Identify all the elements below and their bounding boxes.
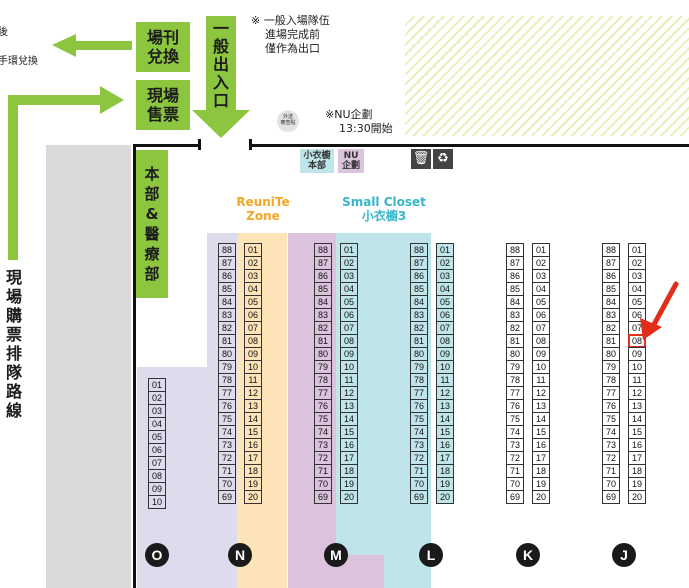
booth-M-20[interactable]: 20 [340, 490, 358, 504]
booth-L-70[interactable]: 70 [410, 477, 428, 491]
journal-exchange-sign: 場刊 兌換 [136, 22, 190, 72]
booth-M-69[interactable]: 69 [314, 490, 332, 504]
takeout-review-point-icon [277, 110, 299, 132]
booth-O-10[interactable]: 10 [148, 495, 166, 509]
arrow-to-journal-exchange [52, 34, 132, 57]
closet-hq-box: 小衣櫥 本部 [300, 149, 334, 173]
trash-icon: 🗑 [411, 149, 431, 169]
booth-L-84[interactable]: 84 [410, 295, 428, 309]
booth-N-74[interactable]: 74 [218, 425, 236, 439]
booth-N-02[interactable]: 02 [244, 256, 262, 270]
booth-J-75[interactable]: 75 [602, 412, 620, 426]
nu-plan-note: ※NU企劃 13:30開始 [325, 108, 393, 135]
row-label-K: K [516, 543, 540, 567]
row-label-N: N [228, 543, 252, 567]
booth-L-02[interactable]: 02 [436, 256, 454, 270]
hatched-area [405, 16, 689, 136]
gray-wall-zone [46, 145, 131, 588]
booth-M-12[interactable]: 12 [340, 386, 358, 400]
booth-K-71[interactable]: 71 [506, 464, 524, 478]
wall-top-right [249, 144, 689, 147]
booth-K-07[interactable]: 07 [532, 321, 550, 335]
booth-M-71[interactable]: 71 [314, 464, 332, 478]
booth-J-20[interactable]: 20 [628, 490, 646, 504]
booth-L-20[interactable]: 20 [436, 490, 454, 504]
booth-N-69[interactable]: 69 [218, 490, 236, 504]
wall-top-right-cap [249, 139, 252, 150]
booth-M-02[interactable]: 02 [340, 256, 358, 270]
booth-J-02[interactable]: 02 [628, 256, 646, 270]
booth-J-74[interactable]: 74 [602, 425, 620, 439]
recycle-icon: ♻ [433, 149, 453, 169]
booth-K-10[interactable]: 10 [532, 360, 550, 374]
row-label-L: L [419, 543, 443, 567]
booth-O-06[interactable]: 06 [148, 443, 166, 457]
booth-N-85[interactable]: 85 [218, 282, 236, 296]
reunite-zone-title: ReuniTe Zone [236, 195, 290, 223]
wall-top-left [133, 144, 201, 147]
booth-M-73[interactable]: 73 [314, 438, 332, 452]
booth-L-86[interactable]: 86 [410, 269, 428, 283]
booth-N-20[interactable]: 20 [244, 490, 262, 504]
entry-queue-note: ※ 一般入場隊伍 進場完成前 僅作為出口 [251, 14, 330, 55]
booth-J-85[interactable]: 85 [602, 282, 620, 296]
booth-L-69[interactable]: 69 [410, 490, 428, 504]
booth-M-10[interactable]: 10 [340, 360, 358, 374]
arrow-entrance-down [192, 16, 250, 138]
takeout-review-point-label: 外送 審查點 [280, 114, 296, 126]
row-label-M: M [324, 543, 348, 567]
booth-K-76[interactable]: 76 [506, 399, 524, 413]
booth-J-12[interactable]: 12 [628, 386, 646, 400]
nu-plan-box: NU 企劃 [338, 149, 364, 173]
booth-M-81[interactable]: 81 [314, 334, 332, 348]
row-label-J: J [612, 543, 636, 567]
booth-J-69[interactable]: 69 [602, 490, 620, 504]
booth-M-78[interactable]: 78 [314, 373, 332, 387]
booth-J-13[interactable]: 13 [628, 399, 646, 413]
booth-J-72[interactable]: 72 [602, 451, 620, 465]
headquarters-sign: 本 部 & 醫 療 部 [136, 150, 168, 298]
booth-J-78[interactable]: 78 [602, 373, 620, 387]
booth-K-69[interactable]: 69 [506, 490, 524, 504]
main-entrance-label: 一 般 出 入 口 [212, 19, 229, 110]
booth-N-16[interactable]: 16 [244, 438, 262, 452]
booth-O-02[interactable]: 02 [148, 391, 166, 405]
row-label-O: O [145, 543, 169, 567]
booth-L-16[interactable]: 16 [436, 438, 454, 452]
booth-K-20[interactable]: 20 [532, 490, 550, 504]
booth-K-18[interactable]: 18 [532, 464, 550, 478]
onsite-sales-sign: 現場 售票 [136, 80, 190, 130]
left-edge-text-2: 手環兌換 [0, 56, 38, 67]
small-closet-zone-title: Small Closet 小衣櫥3 [342, 195, 426, 223]
booth-M-19[interactable]: 19 [340, 477, 358, 491]
booth-J-15[interactable]: 15 [628, 425, 646, 439]
left-edge-text-1: 後 [0, 27, 8, 38]
queue-route-label: 現 場 購 票 排 隊 路 線 [5, 268, 22, 420]
arrow-queue-route [8, 86, 124, 260]
booth-J-80[interactable]: 80 [602, 347, 620, 361]
wall-left [133, 144, 136, 588]
wall-top-left-cap [198, 139, 201, 150]
